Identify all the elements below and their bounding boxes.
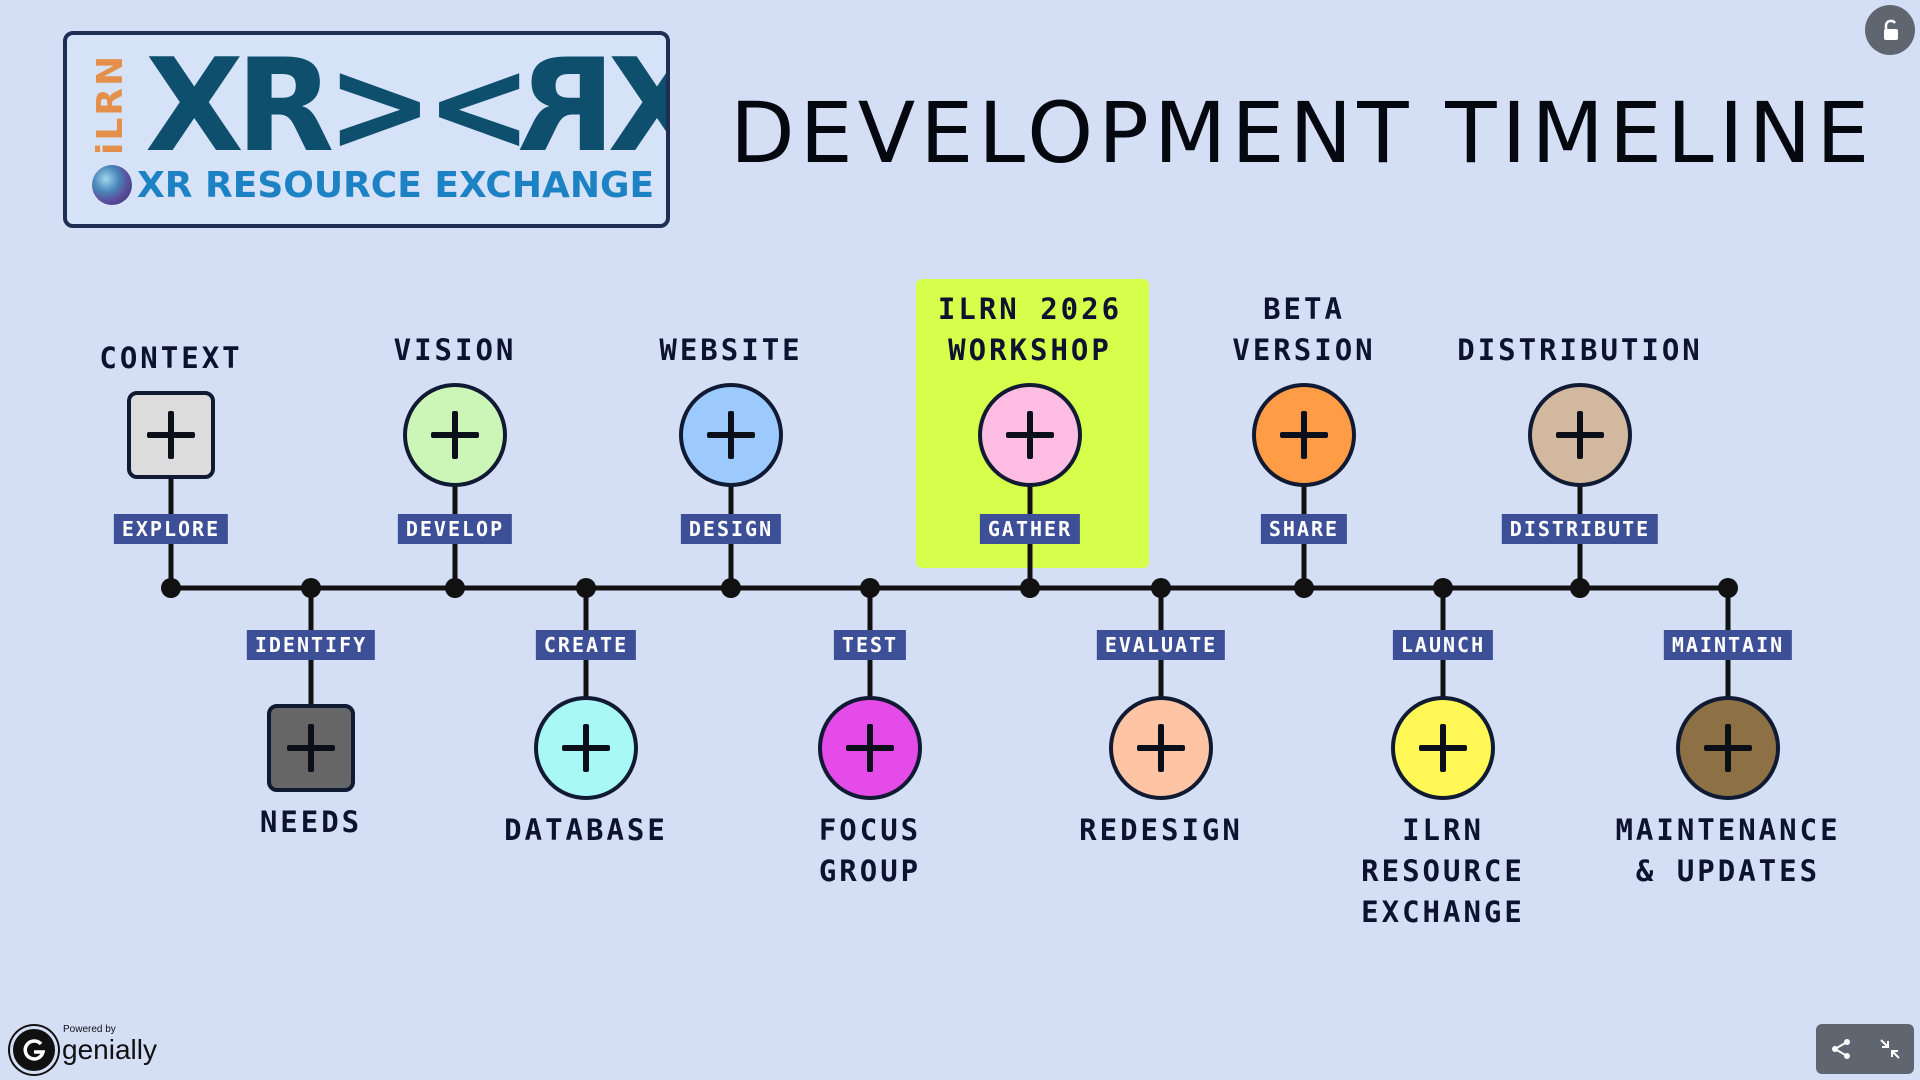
timeline-node-button[interactable] [818,696,922,800]
plus-icon [1135,722,1187,774]
timeline-dot [1570,578,1590,598]
step-label: FOCUS GROUP [818,813,922,888]
step-label: DISTRIBUTION [1457,333,1703,367]
plus-icon [1004,409,1056,461]
step-label: REDESIGN [1079,813,1243,847]
timeline-dot [1433,578,1453,598]
step-label: WEBSITE [659,333,803,367]
timeline-node-button[interactable] [1391,696,1495,800]
logo-xr-left: XR>< [145,32,533,181]
plus-icon [560,722,612,774]
timeline-dot [721,578,741,598]
step-label: MAINTENANCE & UPDATES [1615,813,1841,888]
timeline-node-button[interactable] [267,704,355,792]
step-tag: DESIGN [680,514,782,544]
step-tag: GATHER [979,514,1081,544]
step-label: ILRN 2026 WORKSHOP [937,292,1123,367]
globe-icon [92,165,132,205]
timeline-node-button[interactable] [1528,383,1632,487]
step-label: BETA VERSION [1232,292,1376,367]
step-label: DATABASE [504,813,668,847]
logo-xr-text: XR><XR [145,35,666,181]
step-tag: MAINTAIN [1663,630,1793,660]
bottom-toolbar [1816,1024,1914,1074]
timeline-dot [576,578,596,598]
timeline-dot [1020,578,1040,598]
timeline-dot [301,578,321,598]
step-label: ILRN RESOURCE EXCHANGE [1361,813,1525,929]
plus-icon [844,722,896,774]
plus-icon [705,409,757,461]
timeline-node-button[interactable] [978,383,1082,487]
plus-icon [145,409,197,461]
timeline-dot [161,578,181,598]
step-tag: DISTRIBUTE [1501,514,1659,544]
plus-icon [285,722,337,774]
timeline-node-button[interactable] [679,383,783,487]
plus-icon [1417,722,1469,774]
timeline-node-button[interactable] [403,383,507,487]
timeline-node-button[interactable] [1252,383,1356,487]
step-label: CONTEXT [99,341,243,375]
step-label: VISION [393,333,517,367]
logo-subtitle: XR RESOURCE EXCHANGE [137,165,655,206]
timeline-node-button[interactable] [127,391,215,479]
powered-by-label: Powered by [63,1024,116,1035]
genially-name: genially [62,1034,157,1065]
step-tag: TEST [833,630,907,660]
genially-branding[interactable]: Powered by genially [10,1022,160,1074]
timeline-node-button[interactable] [534,696,638,800]
open-lock-icon [1884,19,1898,40]
timeline-node-button[interactable] [1676,696,1780,800]
step-tag: EVALUATE [1096,630,1226,660]
share-icon[interactable] [1830,1038,1852,1060]
xrrx-logo: iLRN XR><XR XR RESOURCE EXCHANGE [63,31,670,228]
timeline-dot [860,578,880,598]
unlock-button[interactable] [1865,5,1915,55]
timeline-dot [1151,578,1171,598]
genially-logo-icon [10,1026,58,1074]
timeline-dot [1294,578,1314,598]
plus-icon [1278,409,1330,461]
plus-icon [1554,409,1606,461]
timeline-dot [445,578,465,598]
plus-icon [429,409,481,461]
collapse-fullscreen-icon[interactable] [1879,1038,1901,1060]
page-title: DEVELOPMENT TIMELINE [730,84,1875,182]
step-tag: IDENTIFY [246,630,376,660]
plus-icon [1702,722,1754,774]
timeline-dot [1718,578,1738,598]
step-tag: LAUNCH [1392,630,1494,660]
timeline-node-button[interactable] [1109,696,1213,800]
step-tag: CREATE [535,630,637,660]
step-tag: SHARE [1260,514,1348,544]
step-tag: EXPLORE [113,514,229,544]
step-tag: DEVELOP [397,514,513,544]
step-label: NEEDS [259,805,363,839]
